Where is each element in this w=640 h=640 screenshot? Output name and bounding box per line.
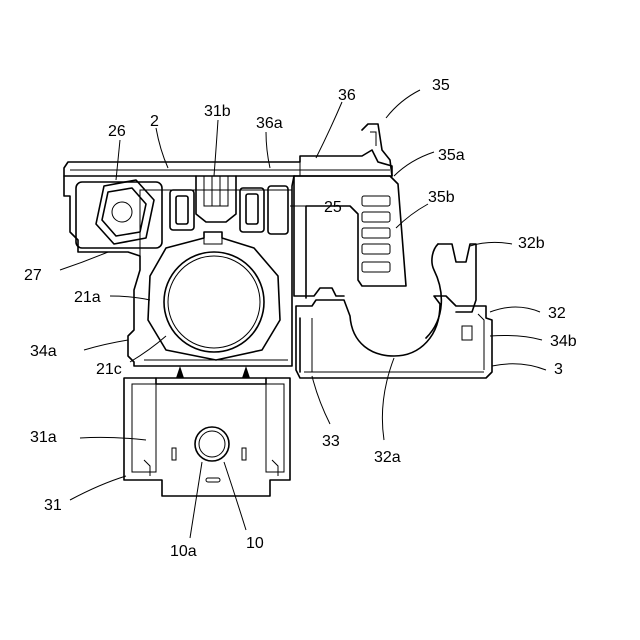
label-31a: 31a: [30, 429, 57, 446]
label-35: 35: [432, 77, 450, 94]
terminal-blocks-25: [170, 186, 288, 234]
label-10a: 10a: [170, 543, 197, 560]
label-31: 31: [44, 497, 62, 514]
label-31b: 31b: [204, 103, 231, 120]
label-34b: 34b: [550, 333, 577, 350]
label-32a: 32a: [374, 449, 401, 466]
bolt-hole-10: [195, 427, 229, 461]
label-21a: 21a: [74, 289, 101, 306]
label-34a: 34a: [30, 343, 57, 360]
label-10: 10: [246, 535, 264, 552]
label-21c: 21c: [96, 361, 122, 378]
half-ring-32b: [426, 244, 476, 338]
label-2: 2: [150, 113, 159, 130]
label-25: 25: [324, 199, 342, 216]
top-cover-plate: [64, 150, 392, 176]
label-3: 3: [554, 361, 563, 378]
nubs: [176, 366, 250, 378]
label-36: 36: [338, 87, 356, 104]
label-26: 26: [108, 123, 126, 140]
label-32b: 32b: [518, 235, 545, 252]
bracket-35: [294, 124, 406, 298]
label-35b: 35b: [428, 189, 455, 206]
label-32: 32: [548, 305, 566, 322]
label-33: 33: [322, 433, 340, 450]
label-27: 27: [24, 267, 42, 284]
terminal-ring-21a: [148, 232, 280, 360]
lower-bolt-housing-31: [124, 378, 290, 496]
leader-lines: [60, 90, 546, 538]
label-35a: 35a: [438, 147, 465, 164]
label-36a: 36a: [256, 115, 283, 132]
clip-31b: [196, 176, 236, 222]
